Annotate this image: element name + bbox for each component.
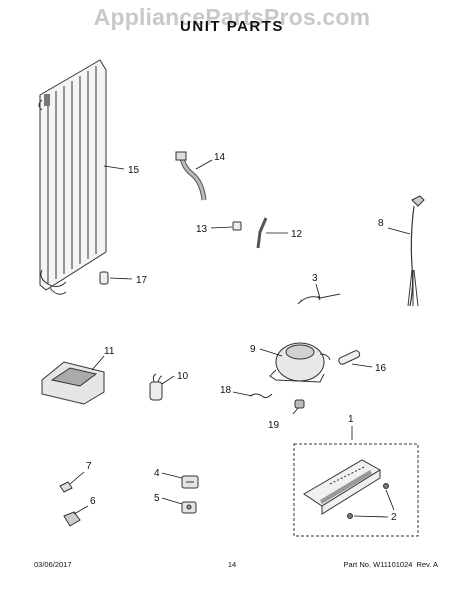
overload[interactable]	[181, 501, 197, 514]
callout-label-10: 10	[177, 371, 189, 382]
callout-label-8: 8	[378, 218, 384, 229]
capacitor[interactable]	[149, 373, 163, 401]
power-cord[interactable]	[407, 195, 425, 307]
callout-14: 14	[195, 152, 226, 170]
revision: Rev. A	[416, 560, 438, 569]
callout-2: 2	[353, 489, 397, 523]
overload-wire[interactable]	[249, 393, 273, 399]
callout-label-14: 14	[214, 152, 226, 163]
relay-connector[interactable]	[63, 511, 81, 527]
callout-4: 4	[154, 468, 183, 479]
callout-label-6: 6	[90, 496, 96, 507]
callout-19: 19	[268, 407, 299, 431]
callout-label-2: 2	[391, 512, 397, 523]
footer-page-number: 14	[227, 560, 237, 569]
callout-18: 18	[220, 385, 253, 397]
callout-label-4: 4	[154, 468, 160, 479]
callout-11: 11	[91, 346, 115, 371]
grommet[interactable]	[99, 271, 109, 285]
callout-12: 12	[266, 229, 303, 240]
callout-7: 7	[69, 461, 92, 485]
callout-6: 6	[73, 496, 96, 515]
callout-label-1: 1	[348, 414, 354, 425]
callout-label-5: 5	[154, 493, 160, 504]
callout-8: 8	[378, 218, 411, 235]
filter-drier[interactable]	[338, 350, 361, 366]
callout-9: 9	[250, 344, 283, 357]
drain-tube[interactable]	[256, 217, 268, 249]
callout-1: 1	[348, 414, 354, 440]
footer-date: 03/06/2017	[34, 560, 72, 569]
callout-10: 10	[161, 371, 189, 385]
mounting-bracket-box	[293, 443, 419, 537]
callout-label-16: 16	[375, 363, 387, 374]
compressor-grommet[interactable]	[294, 399, 305, 409]
callout-13: 13	[196, 224, 233, 235]
callout-label-9: 9	[250, 344, 256, 355]
callout-3: 3	[312, 273, 321, 299]
evaporator-coil[interactable]	[38, 59, 107, 295]
relay-clip[interactable]	[59, 481, 73, 493]
part-number: Part No. W11101024	[343, 560, 413, 569]
bracket-screw[interactable]	[347, 483, 389, 519]
callout-5: 5	[154, 493, 183, 505]
watermark: AppliancePartsPros.com	[93, 4, 371, 30]
callout-label-19: 19	[268, 420, 280, 431]
callout-label-18: 18	[220, 385, 232, 396]
callout-label-13: 13	[196, 224, 208, 235]
drain-plug[interactable]	[232, 221, 242, 231]
callout-15: 15	[103, 165, 140, 176]
callout-label-12: 12	[291, 229, 303, 240]
callout-label-11: 11	[104, 346, 115, 357]
start-relay[interactable]	[181, 475, 199, 489]
callout-label-17: 17	[136, 275, 148, 286]
callout-17: 17	[109, 275, 148, 286]
callout-label-15: 15	[128, 165, 140, 176]
callout-label-3: 3	[312, 273, 318, 284]
drain-hose[interactable]	[175, 151, 207, 201]
drain-pan[interactable]	[41, 361, 105, 405]
callout-label-7: 7	[86, 461, 92, 472]
compressor[interactable]	[269, 342, 331, 383]
page-title: UNIT PARTS	[180, 18, 284, 35]
callout-16: 16	[351, 363, 387, 374]
mounting-bracket[interactable]	[303, 459, 381, 515]
